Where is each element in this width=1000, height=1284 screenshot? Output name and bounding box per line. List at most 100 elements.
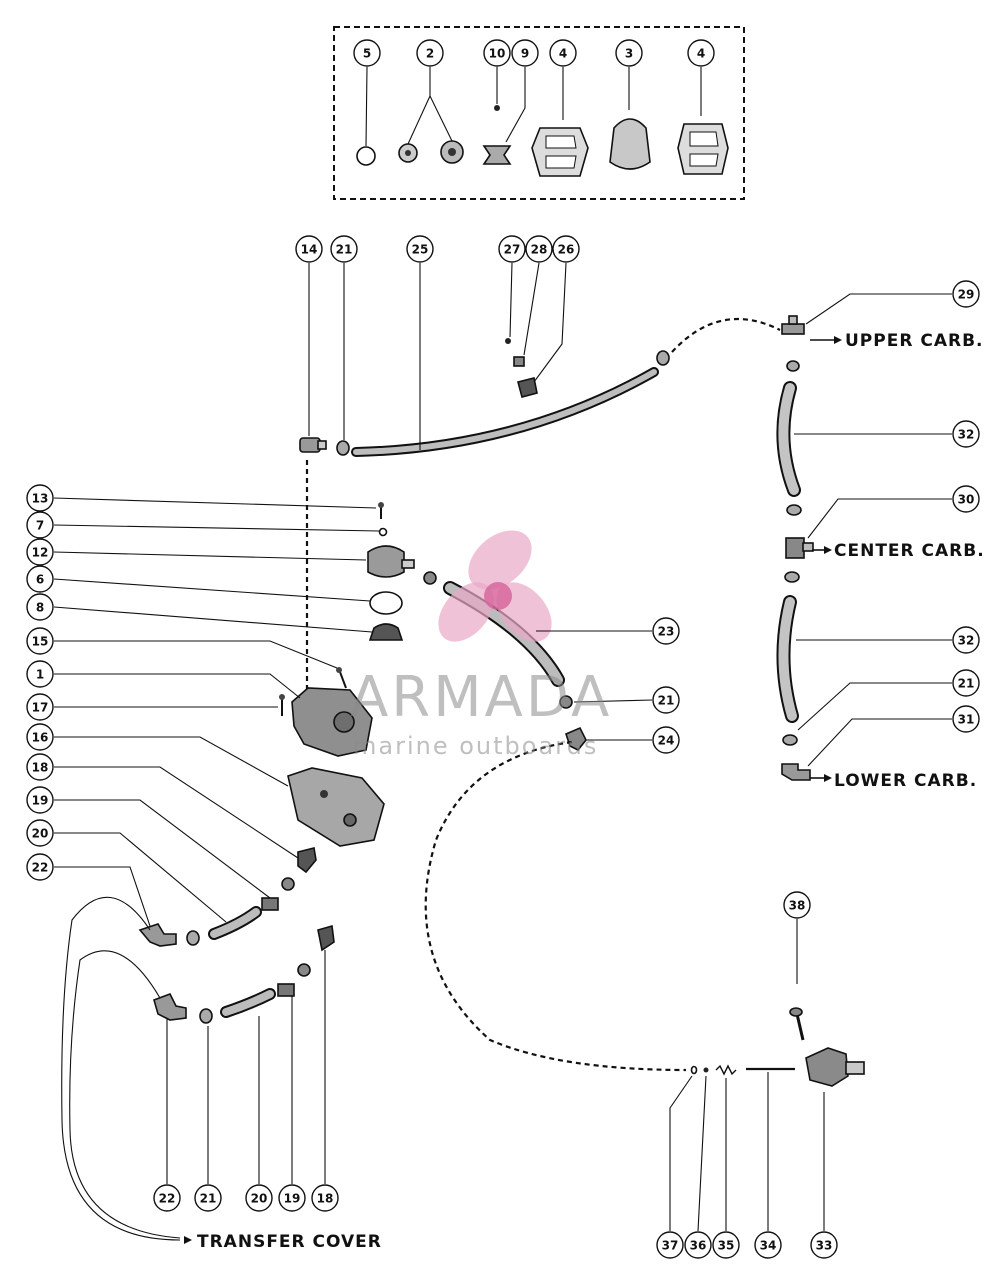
callout-20: 20 [26,819,54,847]
callout-2: 2 [416,39,444,67]
callout-circle [26,660,54,688]
callout-34: 34 [754,1231,782,1259]
leader-line-9 [505,67,526,143]
leader-line-15 [54,640,338,669]
callout-circle [783,891,811,919]
callout-17: 17 [26,693,54,721]
callout-7: 7 [26,511,54,539]
callout-10: 10 [483,39,511,67]
callout-label: 12 [32,546,49,560]
callout-circle [712,1231,740,1259]
callout-label: 22 [32,861,49,875]
callout-circle [416,39,444,67]
callout-38: 38 [783,891,811,919]
clamp-top-hose [186,930,200,946]
clamp-upper-hose [656,350,670,366]
callout-circle [652,617,680,645]
callout-circle [26,565,54,593]
callout-31: 31 [952,705,980,733]
callout-circle [511,39,539,67]
callout-label: 32 [958,634,975,648]
callout-32: 32 [952,626,980,654]
kit-gasket-b [677,123,729,175]
callout-circle [615,39,643,67]
callout-label: 29 [958,288,975,302]
callout-label: 18 [32,761,49,775]
callout-8: 8 [26,593,54,621]
hose-25 [351,367,659,457]
callout-circle [952,626,980,654]
callout-12: 12 [26,538,54,566]
leader-line-37 [669,1075,693,1231]
clamp-center-top [786,504,802,516]
clamp-21-lower [782,734,798,746]
repair-kit-box [333,26,745,200]
callout-21: 21 [652,686,680,714]
callout-label: 14 [301,243,318,257]
callout-label: 15 [32,635,49,649]
callout-circle [278,1184,306,1212]
callout-label: 1 [36,668,44,682]
hose-20-top [208,906,262,940]
leader-line-8 [53,606,373,633]
bracket-26 [517,377,538,398]
callout-circle [754,1231,782,1259]
callout-circle [245,1184,273,1212]
transfer-line-outer [61,896,181,1241]
leader-line-16 [54,736,289,787]
gasket-6 [369,591,403,615]
spring-35 [715,1064,737,1076]
callout-circle [330,235,358,263]
callout-circle [353,39,381,67]
leader-line-21 [797,682,952,731]
callout-label: 18 [317,1192,334,1206]
callout-label: 19 [32,794,49,808]
callout-label: 33 [816,1239,833,1253]
spring-19-top [261,897,279,911]
callout-label: 5 [363,47,371,61]
callout-label: 27 [504,243,521,257]
callout-circle [684,1231,712,1259]
callout-label: 21 [200,1192,217,1206]
callout-circle [26,853,54,881]
callout-27: 27 [498,235,526,263]
leader-line-19 [54,799,271,899]
callout-circle [552,235,580,263]
callout-label: 4 [559,47,567,61]
callout-30: 30 [952,485,980,513]
fitting-18-top [297,847,317,874]
callout-label: 6 [36,573,44,587]
callout-4: 4 [549,39,577,67]
callout-circle [26,511,54,539]
callout-circle [295,235,323,263]
callout-label: 38 [789,899,806,913]
callout-label: 21 [958,677,975,691]
callout-circle [26,786,54,814]
tee-29 [781,315,805,335]
leader-line-6 [53,578,371,602]
callout-4: 4 [687,39,715,67]
watermark-brand: ARMADA [350,665,612,730]
clamp-center-bottom [784,571,800,583]
callout-label: 2 [426,47,434,61]
callout-18: 18 [311,1184,339,1212]
callout-label: 17 [32,701,49,715]
callout-circle [26,593,54,621]
callout-label: 23 [658,625,675,639]
upper-carb-label: UPPER CARB. [845,331,983,351]
screw-38 [789,1007,805,1041]
callout-label: 22 [159,1192,176,1206]
callout-label: 7 [36,519,44,533]
callout-36: 36 [684,1231,712,1259]
callout-circle [26,693,54,721]
transfer-cover-arrow [184,1236,192,1244]
callout-circle [483,39,511,67]
callout-label: 26 [558,243,575,257]
callout-circle [525,235,553,263]
leader-line-28 [523,262,540,356]
callout-21: 21 [952,669,980,697]
callout-circle [652,726,680,754]
callout-label: 9 [521,47,529,61]
transfer-cover-label: TRANSFER COVER [197,1232,382,1252]
